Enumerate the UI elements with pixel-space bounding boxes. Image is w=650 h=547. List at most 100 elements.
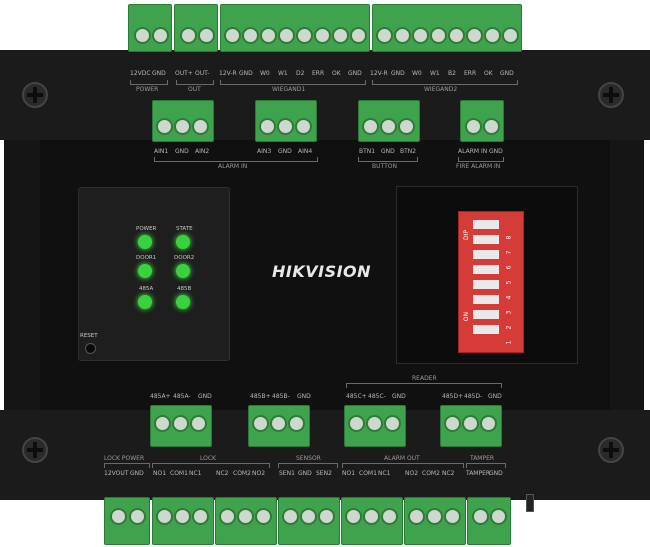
dip-on-label: ON <box>463 312 470 322</box>
pin-label: AIN3 <box>257 148 272 155</box>
terminal-block-tamper[interactable] <box>467 497 511 545</box>
dip-switch-6[interactable] <box>473 295 499 304</box>
485a-led-icon <box>138 295 152 309</box>
pin-label: GND <box>278 148 292 155</box>
terminal-block-alarm-in-1[interactable] <box>152 100 214 142</box>
led-label-door1: DOOR1 <box>136 255 157 261</box>
pin-label: NC1 <box>189 470 202 477</box>
pin-label: W0 <box>260 70 270 77</box>
group-bracket <box>358 157 418 162</box>
terminal-block-485a[interactable] <box>150 405 212 447</box>
terminal-block-485b[interactable] <box>248 405 310 447</box>
pin-label: GND <box>298 470 312 477</box>
pin-label: ERR <box>464 70 477 77</box>
terminal-block-485d[interactable] <box>440 405 502 447</box>
pin-label: 485B+ <box>250 393 271 400</box>
reset-button[interactable] <box>85 343 96 354</box>
group-bracket <box>372 80 518 85</box>
group-label-out: OUT <box>188 86 201 93</box>
dip-switch-7[interactable] <box>473 310 499 319</box>
pin-label: GND <box>392 393 406 400</box>
485b-led-icon <box>176 295 190 309</box>
dip-switch-3[interactable] <box>473 250 499 259</box>
group-bracket <box>152 463 270 468</box>
pin-label: BTN2 <box>400 148 417 155</box>
group-label-lock: LOCK <box>200 455 216 462</box>
pin-label: NO2 <box>405 470 419 477</box>
terminal-block-out[interactable] <box>174 4 218 52</box>
pin-label: GND <box>348 70 362 77</box>
terminal-block-alarm-in-2[interactable] <box>255 100 317 142</box>
door2-led-icon <box>176 264 190 278</box>
dip-switch[interactable]: DIP ON 1 2 3 4 5 6 7 8 <box>458 211 524 353</box>
terminal-block-485c[interactable] <box>344 405 406 447</box>
pin-label: GND <box>488 393 502 400</box>
pin-label: GND <box>175 148 189 155</box>
pin-label: ALARM IN <box>458 148 488 155</box>
dip-number: 5 <box>505 280 513 285</box>
terminal-block-alarm-out-2[interactable] <box>404 497 466 545</box>
pin-label: NC2 <box>216 470 229 477</box>
pin-label: 485B- <box>272 393 290 400</box>
pin-label: COM1 <box>170 470 188 477</box>
dip-number: 7 <box>505 250 513 255</box>
pin-label: COM1 <box>359 470 377 477</box>
screw-icon <box>22 82 48 108</box>
group-label-reader: READER <box>412 375 437 382</box>
group-label-power: POWER <box>136 86 159 93</box>
dip-switch-2[interactable] <box>473 235 499 244</box>
pin-label: OUT+ <box>175 70 193 77</box>
dip-number: 6 <box>505 265 513 270</box>
pin-label: NC2 <box>442 470 455 477</box>
state-led-icon <box>176 235 190 249</box>
pin-label: 485A- <box>173 393 191 400</box>
led-label-power: POWER <box>136 226 157 232</box>
pin-label: NC1 <box>378 470 391 477</box>
bottom-rail <box>0 410 650 500</box>
pin-label: AIN2 <box>195 148 210 155</box>
terminal-block-alarm-out-1[interactable] <box>341 497 403 545</box>
group-bracket <box>278 463 338 468</box>
dip-switch-8[interactable] <box>473 325 499 334</box>
dip-switch-1[interactable] <box>473 220 499 229</box>
terminal-block-wiegand1[interactable] <box>220 4 370 52</box>
reset-label: RESET <box>80 333 98 339</box>
group-label-wiegand1: WIEGAND1 <box>272 86 306 93</box>
group-bracket <box>342 463 464 468</box>
pin-label: NO1 <box>342 470 356 477</box>
dip-title: DIP <box>463 230 470 241</box>
group-label-alarm-in: ALARM IN <box>218 163 248 170</box>
pin-label: W1 <box>278 70 288 77</box>
pin-label: 12V-R <box>370 70 388 77</box>
pin-label: GND <box>489 148 503 155</box>
terminal-block-power[interactable] <box>128 4 172 52</box>
led-label-state: STATE <box>176 226 193 232</box>
group-label-lock-power: LOCK POWER <box>104 455 145 462</box>
led-label-485b: 485B <box>177 286 192 292</box>
pin-label: GND <box>391 70 405 77</box>
terminal-block-sensor[interactable] <box>278 497 340 545</box>
top-rail <box>0 50 650 140</box>
terminal-block-fire-alarm-in[interactable] <box>460 100 504 142</box>
terminal-block-button[interactable] <box>358 100 420 142</box>
pin-label: GND <box>239 70 253 77</box>
pin-label: SEN1 <box>279 470 295 477</box>
dip-switch-4[interactable] <box>473 265 499 274</box>
door1-led-icon <box>138 264 152 278</box>
pin-label: GND <box>489 470 503 477</box>
pin-label: OK <box>484 70 493 77</box>
brand-logo: HIKVISION <box>272 262 372 281</box>
pin-label: GND <box>130 470 144 477</box>
pin-label: 485D+ <box>442 393 464 400</box>
terminal-block-lock-power[interactable] <box>104 497 150 545</box>
terminal-block-lock-1[interactable] <box>152 497 214 545</box>
pin-label: 12V-R <box>219 70 237 77</box>
terminal-block-lock-2[interactable] <box>215 497 277 545</box>
pin-label: OK <box>332 70 341 77</box>
power-led-icon <box>138 235 152 249</box>
terminal-block-wiegand2[interactable] <box>372 4 522 52</box>
dip-switch-5[interactable] <box>473 280 499 289</box>
pin-label: GND <box>381 148 395 155</box>
pin-label: TAMPER <box>466 470 491 477</box>
status-led-panel <box>78 187 230 361</box>
